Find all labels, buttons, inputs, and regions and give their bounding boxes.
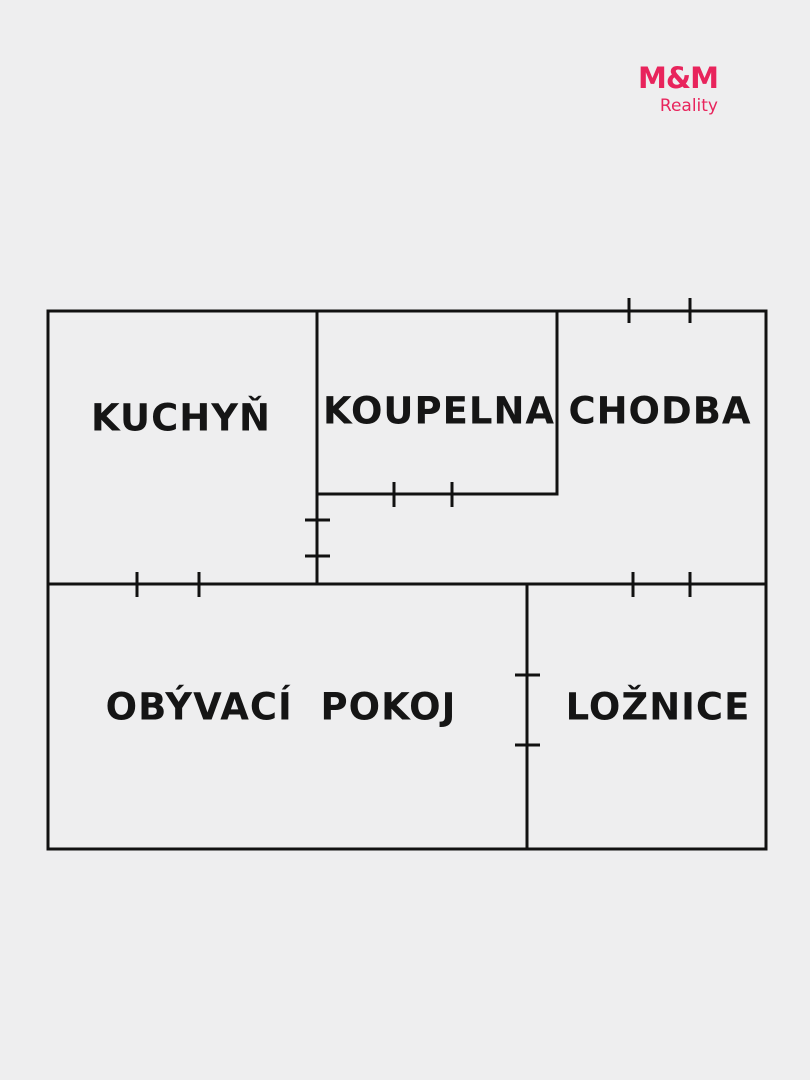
brand-logo-subtitle: Reality: [659, 96, 718, 116]
room-label-bathroom: KOUPELNA: [322, 389, 556, 433]
room-label-kitchen: KUCHYŇ: [91, 396, 271, 440]
outer-wall: [46, 309, 768, 851]
brand-logo: M&M Reality: [622, 64, 722, 120]
room-label-bedroom: LOŽNICE: [565, 685, 751, 729]
room-label-hallway: CHODBA: [568, 389, 752, 433]
brand-logo-name: M&M: [637, 61, 719, 95]
room-label-living-room: OBÝVACÍ POKOJ: [105, 685, 457, 729]
